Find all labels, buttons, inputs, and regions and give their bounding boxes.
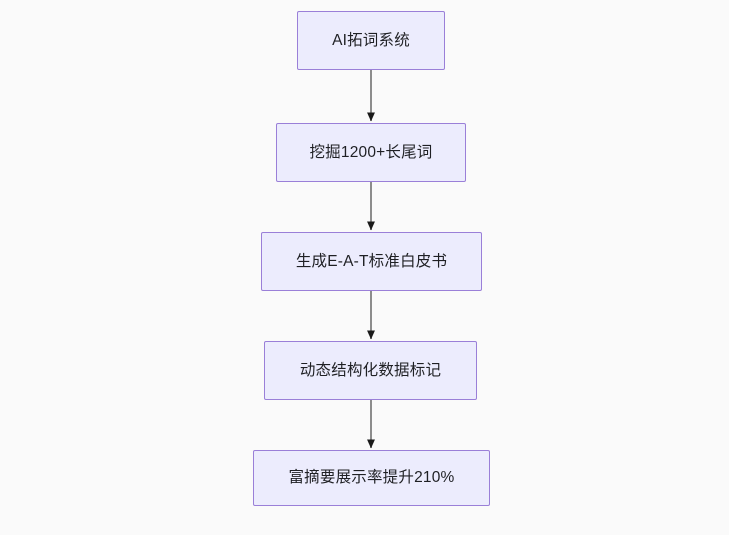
flowchart-node-label: 动态结构化数据标记	[299, 361, 442, 379]
flowchart-node-mine-longtail-keywords[interactable]: 挖掘1200+长尾词	[276, 123, 466, 182]
flowchart-node-dynamic-structured-data-markup[interactable]: 动态结构化数据标记	[264, 341, 477, 400]
flowchart-node-label: 挖掘1200+长尾词	[309, 143, 433, 161]
flowchart-node-label: 生成E-A-T标准白皮书	[295, 252, 448, 270]
flowchart-node-label: AI拓词系统	[332, 31, 410, 49]
flowchart-node-label: 富摘要展示率提升210%	[288, 469, 455, 487]
flowchart-node-rich-snippet-impression-lift[interactable]: 富摘要展示率提升210%	[253, 450, 490, 506]
flowchart-node-ai-keyword-system[interactable]: AI拓词系统	[297, 11, 445, 70]
flowchart-node-generate-eat-whitepaper[interactable]: 生成E-A-T标准白皮书	[261, 232, 482, 291]
